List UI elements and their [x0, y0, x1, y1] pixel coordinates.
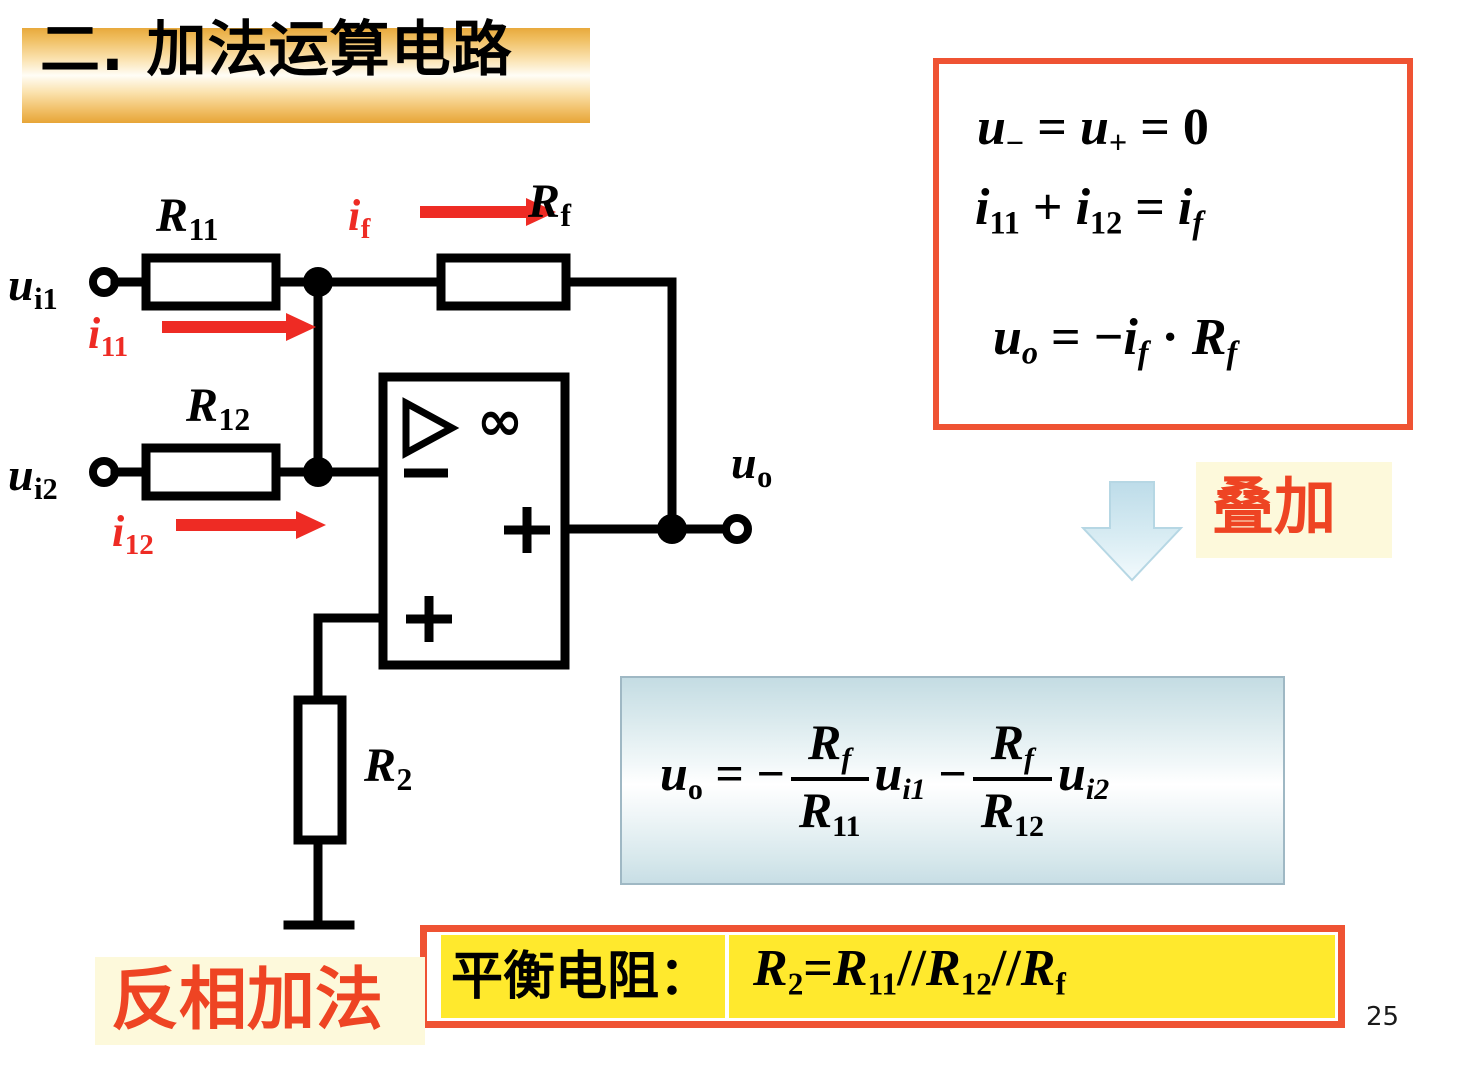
inverting-adder-label: 反相加法 — [111, 961, 384, 1040]
circuit-diagram: ∞ — [89, 198, 752, 930]
result-minus-1: − — [756, 745, 785, 802]
resistor-r12-label: R12 — [186, 379, 251, 437]
down-arrow-icon — [1080, 481, 1184, 582]
balance-resistor-label-cell: 平衡电阻： — [441, 935, 726, 1018]
balance-resistor-bar: 平衡电阻： R2=R11//R12//Rf — [420, 925, 1345, 1028]
current-i11-label: i11 — [88, 309, 129, 364]
resistor-rf-label: Rf — [528, 175, 572, 233]
junction-dot-top — [303, 267, 333, 297]
opamp-triangle-icon — [402, 397, 460, 459]
current-arrow-i12 — [176, 511, 326, 539]
result-term-2: ui2 — [1058, 745, 1110, 807]
balance-resistor-formula-cell: R2=R11//R12//Rf — [729, 935, 1335, 1018]
result-minus-2: − — [938, 745, 967, 802]
equation-output: uo = −if · Rf — [993, 309, 1238, 371]
title-banner — [22, 28, 590, 123]
input1-label: ui1 — [8, 259, 58, 316]
result-term-1: ui1 — [874, 745, 926, 807]
balance-resistor-formula: R2=R11//R12//Rf — [753, 939, 1066, 1002]
output-terminal — [722, 514, 752, 544]
resistor-rf-body — [436, 253, 571, 311]
result-equals: = — [715, 745, 744, 802]
resistor-r11-body — [141, 253, 281, 311]
output-label: uo — [731, 437, 773, 494]
result-lhs: uo — [660, 745, 703, 807]
resistor-r2-body — [293, 695, 347, 845]
opamp-body — [378, 372, 570, 670]
current-i12-label: i12 — [112, 507, 154, 562]
resistor-r2-label: R2 — [364, 739, 413, 797]
page-number: 25 — [1366, 1002, 1400, 1032]
balance-resistor-label: 平衡电阻： — [451, 946, 712, 1007]
junction-dot-middle — [303, 457, 333, 487]
resistor-r11-label: R11 — [156, 189, 219, 247]
opamp-output-plus-sign — [504, 507, 550, 553]
current-arrow-i11 — [162, 313, 316, 341]
page-title: 二. 加法运算电路 — [40, 15, 513, 85]
current-arrow-if — [420, 198, 556, 226]
input2-label: ui2 — [8, 449, 58, 506]
superposition-label-bg: 叠加 — [1196, 462, 1392, 558]
junction-dot-output — [657, 514, 687, 544]
formula-box: u− = u+ = 0 i11 + i12 = if uo = −if · Rf — [933, 58, 1413, 430]
equation-virtual-short: u− = u+ = 0 — [977, 99, 1209, 161]
current-if-label: if — [348, 191, 371, 246]
opamp-infinity-icon: ∞ — [477, 389, 524, 454]
superposition-label: 叠加 — [1212, 470, 1337, 543]
inverting-adder-label-bg: 反相加法 — [95, 957, 425, 1045]
opamp-noninverting-plus-sign — [406, 596, 452, 642]
equation-kcl: i11 + i12 = if — [975, 179, 1204, 241]
resistor-r12-body — [141, 443, 281, 501]
